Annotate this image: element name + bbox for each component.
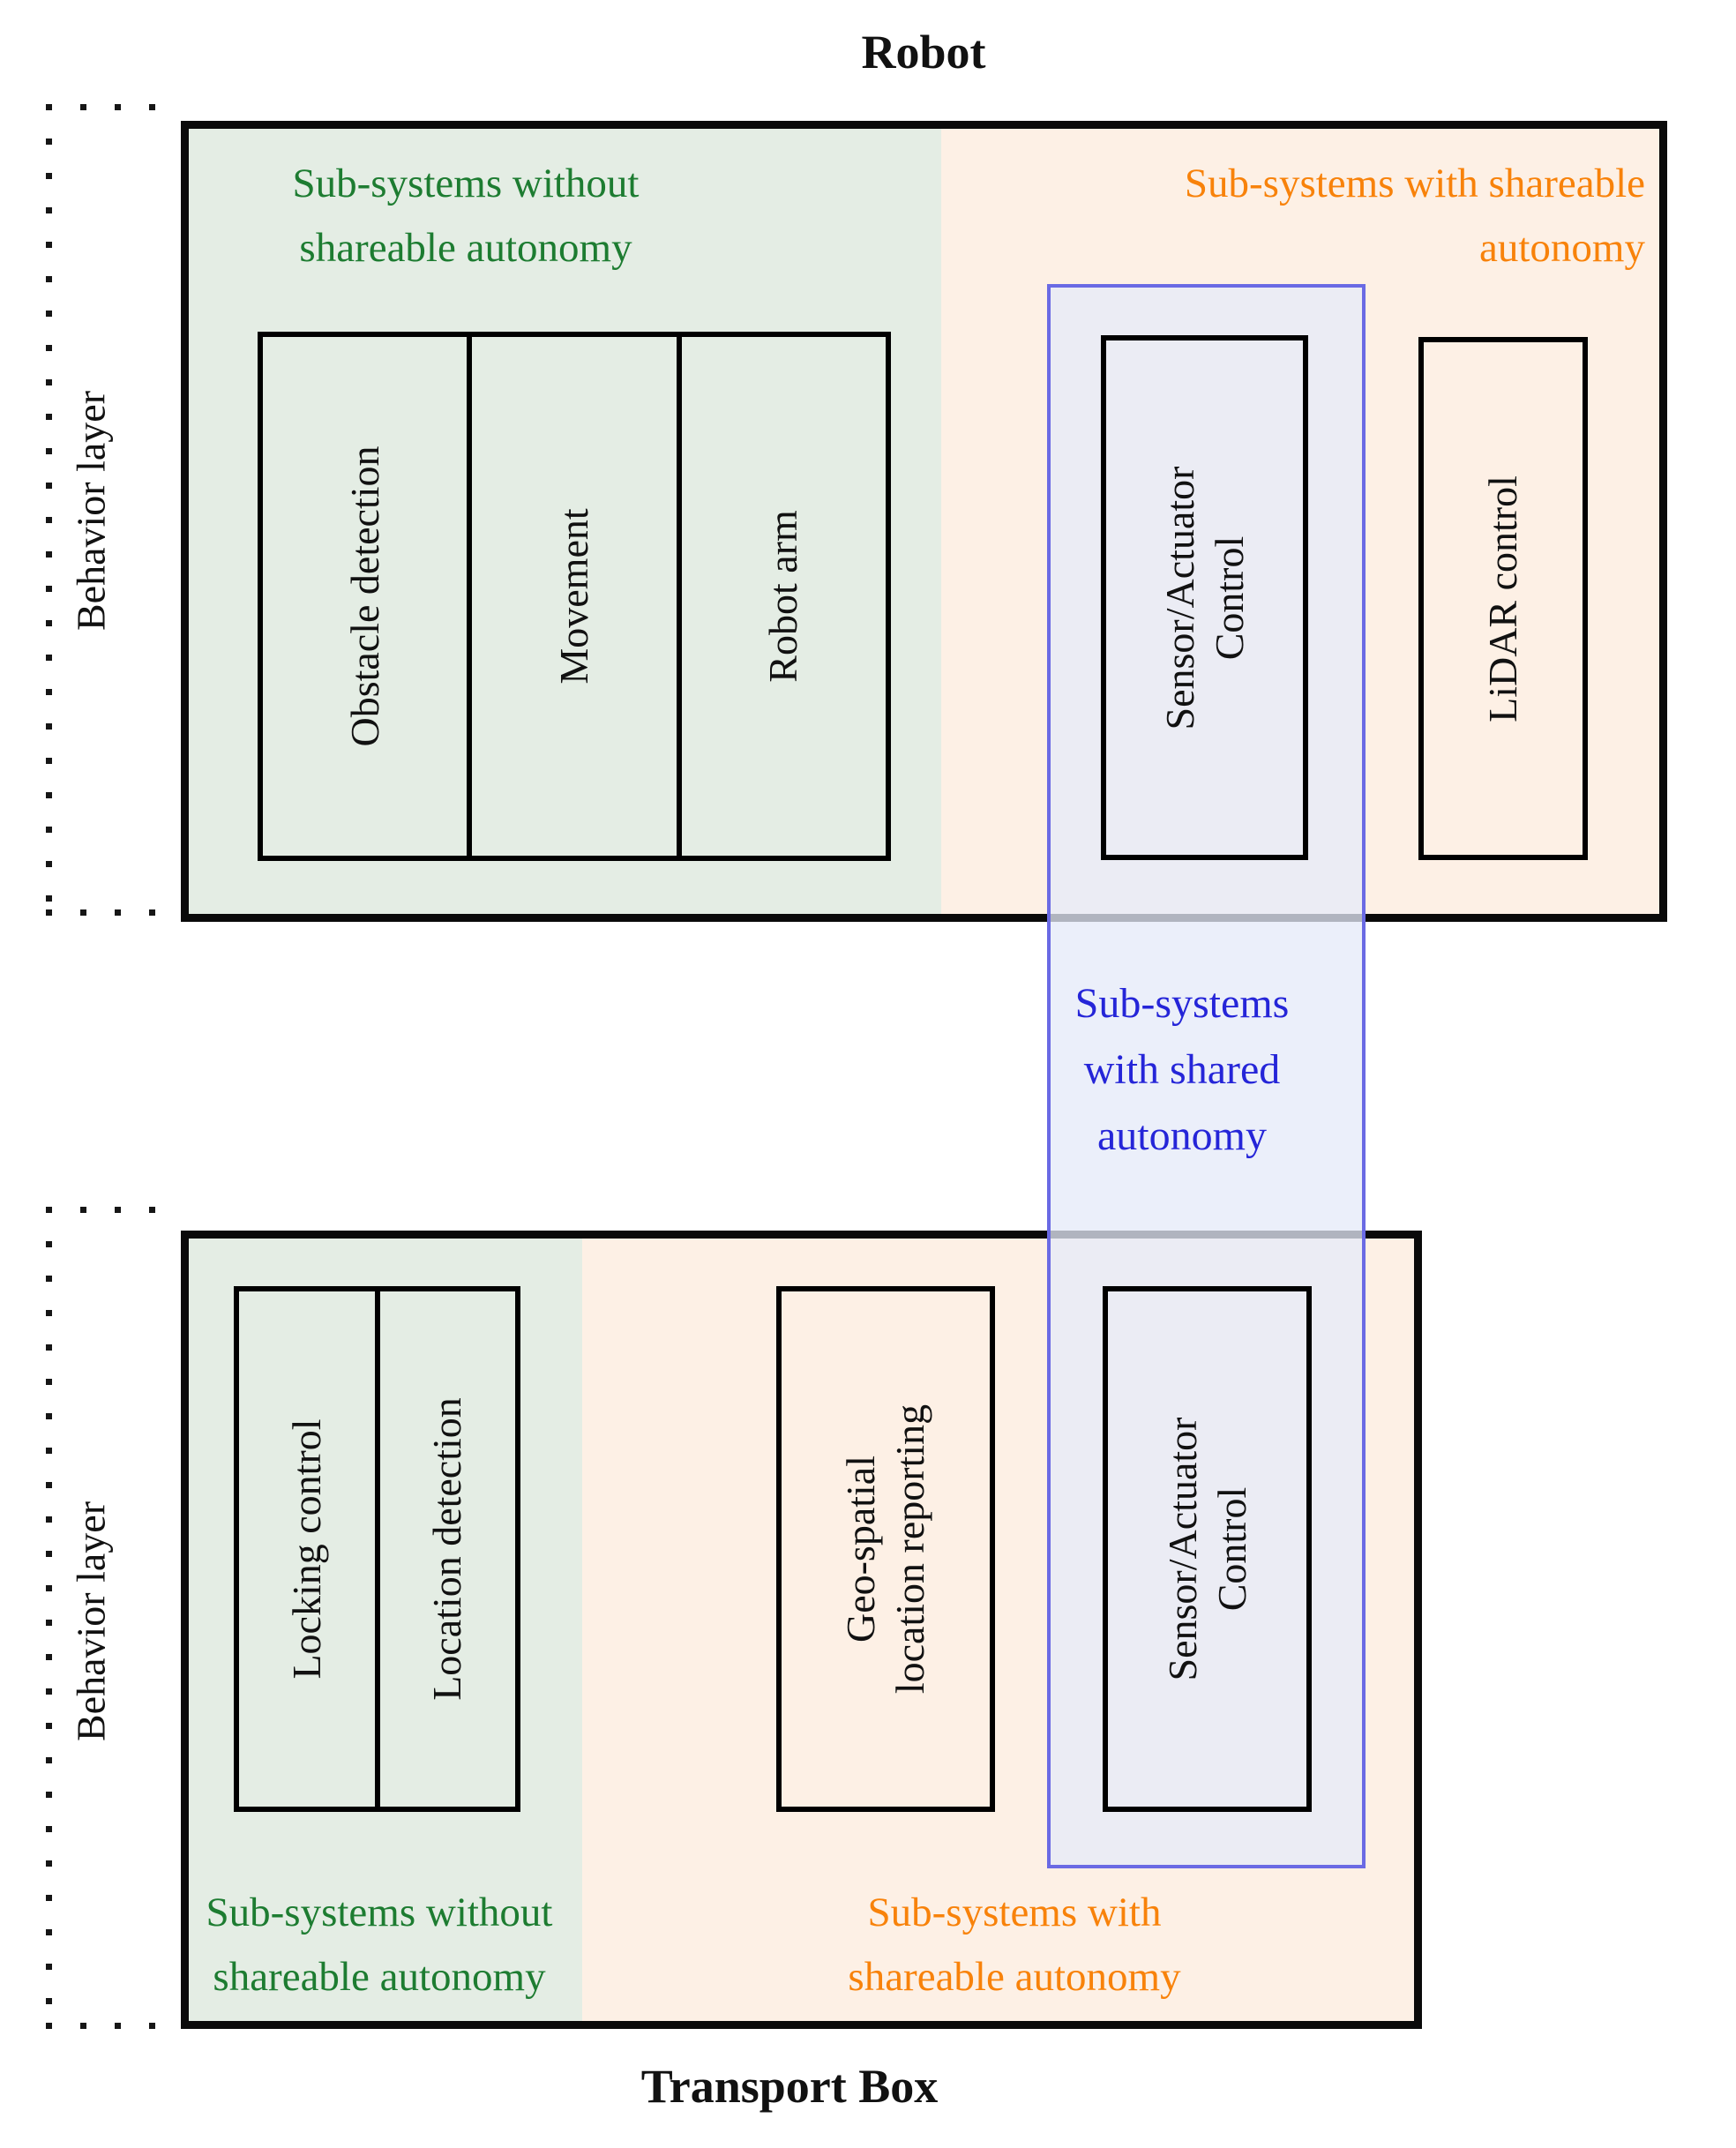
transport-orange-heading: Sub-systems with shareable autonomy xyxy=(759,1881,1270,2010)
robot-green-heading-line2: shareable autonomy xyxy=(299,225,632,271)
transport-green-heading: Sub-systems without shareable autonomy xyxy=(159,1881,600,2010)
transport-sensor-actuator-label: Sensor/Actuator Control xyxy=(1157,1418,1256,1681)
location-detection-box: Location detection xyxy=(380,1291,516,1807)
transport-dotted-line-left xyxy=(46,1207,52,2027)
geo-spatial-line2: location reporting xyxy=(887,1403,932,1695)
robot-dotted-line-left xyxy=(46,104,52,916)
robot-arm-label: Robot arm xyxy=(760,510,806,683)
geo-spatial-box: Geo-spatial location reporting xyxy=(776,1286,995,1812)
robot-green-pane xyxy=(189,129,941,914)
robot-subsystem-boxes: Obstacle detection Movement Robot arm xyxy=(258,332,891,861)
transport-dotted-line-top xyxy=(46,1207,181,1213)
robot-orange-heading-line1: Sub-systems with shareable xyxy=(1184,161,1645,206)
obstacle-detection-box: Obstacle detection xyxy=(263,337,473,856)
geo-spatial-line1: Geo-spatial xyxy=(837,1455,883,1643)
obstacle-detection-label: Obstacle detection xyxy=(341,445,387,747)
shared-autonomy-line1: Sub-systems xyxy=(1074,980,1290,1027)
robot-dotted-line-bottom xyxy=(46,909,181,916)
robot-sensor-actuator-label: Sensor/Actuator Control xyxy=(1155,466,1253,730)
locking-control-label: Locking control xyxy=(283,1418,329,1680)
lidar-control-label: LiDAR control xyxy=(1479,475,1525,722)
transport-orange-heading-line2: shareable autonomy xyxy=(848,1954,1181,2000)
transport-sensor-actuator-line2: Control xyxy=(1208,1486,1254,1612)
transport-title: Transport Box xyxy=(640,2060,939,2113)
robot-title: Robot xyxy=(861,26,986,79)
robot-orange-heading: Sub-systems with shareable autonomy xyxy=(922,152,1645,281)
transport-dotted-line-bottom xyxy=(46,2023,181,2029)
transport-behavior-layer-label: Behavior layer xyxy=(68,1501,114,1742)
shared-autonomy-band xyxy=(1047,284,1366,1868)
lidar-control-box: LiDAR control xyxy=(1418,337,1588,860)
locking-control-box: Locking control xyxy=(239,1291,380,1807)
location-detection-label: Location detection xyxy=(424,1397,470,1701)
shared-autonomy-line2: with shared xyxy=(1083,1046,1281,1093)
geo-spatial-label: Geo-spatial location reporting xyxy=(836,1404,935,1694)
movement-box: Movement xyxy=(472,337,682,856)
transport-orange-heading-line1: Sub-systems with xyxy=(867,1890,1162,1935)
robot-green-heading-line1: Sub-systems without xyxy=(292,161,640,206)
robot-sensor-actuator-line1: Sensor/Actuator xyxy=(1156,466,1202,730)
robot-dotted-line-top xyxy=(46,104,181,110)
robot-arm-box: Robot arm xyxy=(682,337,886,856)
robot-sensor-actuator-box: Sensor/Actuator Control xyxy=(1101,335,1308,860)
transport-subsystem-boxes: Locking control Location detection xyxy=(234,1286,520,1812)
shared-autonomy-line3: autonomy xyxy=(1097,1112,1267,1159)
robot-orange-heading-line2: autonomy xyxy=(1479,225,1645,271)
robot-sensor-actuator-line2: Control xyxy=(1206,535,1252,660)
robot-green-heading: Sub-systems without shareable autonomy xyxy=(201,152,730,281)
transport-green-heading-line1: Sub-systems without xyxy=(206,1890,553,1935)
transport-sensor-actuator-line1: Sensor/Actuator xyxy=(1159,1417,1205,1681)
transport-green-heading-line2: shareable autonomy xyxy=(213,1954,546,2000)
movement-label: Movement xyxy=(550,508,596,685)
shared-autonomy-label: Sub-systems with shared autonomy xyxy=(962,970,1403,1169)
transport-sensor-actuator-box: Sensor/Actuator Control xyxy=(1103,1286,1312,1812)
robot-behavior-layer-label: Behavior layer xyxy=(68,390,114,632)
